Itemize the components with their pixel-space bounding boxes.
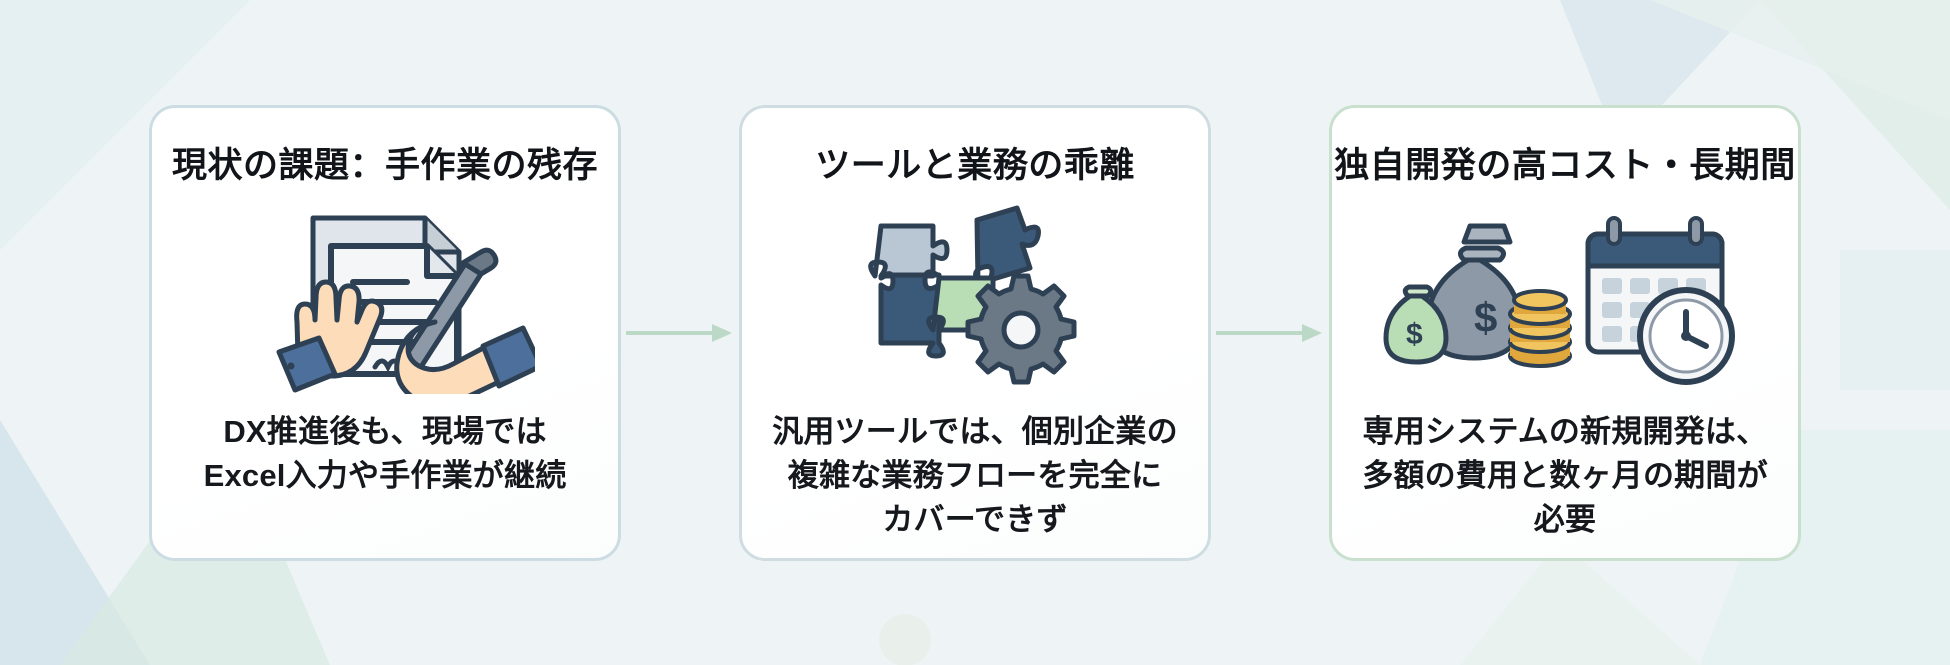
document-handwriting-icon: [235, 204, 535, 394]
card-2-body: 汎用ツールでは、個別企業の 複雑な業務フローを完全に カバーできず: [772, 413, 1178, 537]
puzzle-gear-icon: [845, 204, 1105, 394]
card-3-title: 独自開発の高コスト・長期間: [1334, 145, 1796, 185]
card-2-title: ツールと業務の乖離: [815, 145, 1135, 185]
card-3-body: 専用システムの新規開発は、 多額の費用と数ヶ月の期間が 必要: [1362, 413, 1768, 537]
card-tool-gap[interactable]: ツールと業務の乖離 汎用ツール: [739, 104, 1211, 561]
card-high-cost[interactable]: 独自開発の高コスト・長期間 $ $: [1329, 104, 1801, 561]
svg-text:$: $: [1474, 294, 1497, 341]
left-spacer: [87, 328, 149, 338]
svg-text:$: $: [1406, 318, 1423, 351]
card-1-title: 現状の課題：手作業の残存: [171, 145, 598, 185]
arrow-right-icon-1: [621, 318, 739, 348]
arrow-right-icon-2: [1211, 318, 1329, 348]
card-current-issue[interactable]: 現状の課題：手作業の残存: [149, 104, 621, 561]
money-calendar-clock-icon: $ $: [1380, 204, 1750, 394]
card-1-body: DX推進後も、現場では Excel入力や手作業が継続: [203, 413, 567, 493]
right-spacer: [1801, 328, 1863, 338]
